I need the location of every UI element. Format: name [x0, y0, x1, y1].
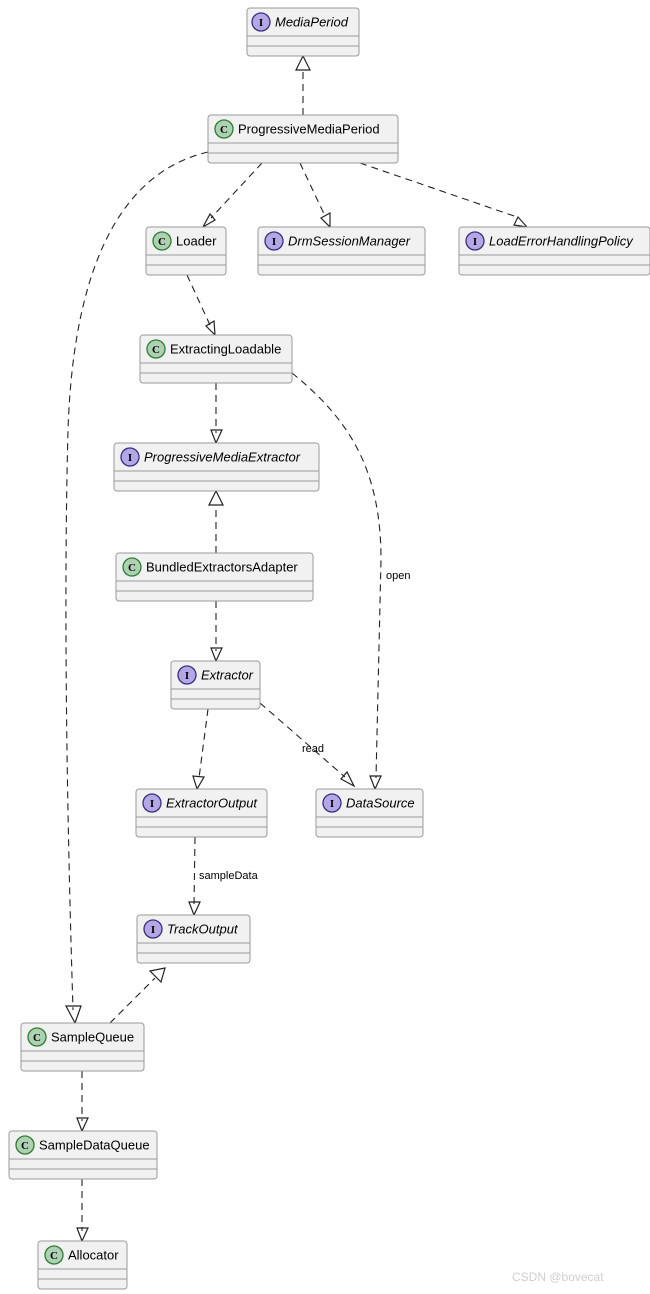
node-samplequeue[interactable]: C SampleQueue — [20, 1022, 145, 1072]
class-icon-letter: C — [33, 1032, 41, 1044]
interface-icon — [120, 447, 140, 467]
interface-icon — [142, 793, 162, 813]
node-label-mediaperiod: MediaPeriod — [275, 14, 349, 29]
class-icon-letter: C — [152, 344, 160, 356]
interface-icon-letter: I — [128, 452, 132, 464]
node-label-drmsessionmanager: DrmSessionManager — [288, 233, 411, 248]
edge-progressivemediaperiod-to-loader — [201, 162, 263, 229]
node-datasource[interactable]: I DataSource — [315, 788, 424, 838]
node-progressivemediaperiod[interactable]: C ProgressiveMediaPeriod — [207, 114, 399, 164]
edge-label-open: open — [386, 570, 410, 582]
interface-icon-letter: I — [150, 798, 154, 810]
node-progressivemediaextractor[interactable]: I ProgressiveMediaExtractor — [113, 442, 320, 492]
edge-loader-to-extractingloadable — [186, 274, 216, 337]
edge-bundledextractorsadapter-to-extractor — [210, 601, 223, 663]
class-icon-letter: C — [158, 236, 166, 248]
class-icon — [214, 119, 234, 139]
node-label-extractor: Extractor — [201, 667, 254, 682]
class-icon-letter: C — [220, 124, 228, 136]
interface-icon-letter: I — [185, 670, 189, 682]
interface-icon — [143, 919, 163, 939]
edge-label-read: read — [302, 743, 324, 755]
interface-icon-letter: I — [330, 798, 334, 810]
class-icon-letter: C — [50, 1250, 58, 1262]
node-extractingloadable[interactable]: C ExtractingLoadable — [139, 334, 293, 384]
node-label-extractoroutput: ExtractorOutput — [166, 795, 258, 810]
node-layer: I MediaPeriod C ProgressiveMediaPeriod C… — [8, 7, 650, 1290]
edge-progressivemediaperiod-to-loaderrorhandlingpolicy — [359, 162, 529, 228]
node-extractoroutput[interactable]: I ExtractorOutput — [135, 788, 268, 838]
node-extractor[interactable]: I Extractor — [170, 660, 261, 710]
node-bundledextractorsadapter[interactable]: C BundledExtractorsAdapter — [115, 552, 314, 602]
node-label-allocator: Allocator — [68, 1247, 119, 1262]
node-label-bundledextractorsadapter: BundledExtractorsAdapter — [146, 559, 298, 574]
interface-icon-letter: I — [272, 236, 276, 248]
node-label-trackoutput: TrackOutput — [167, 921, 239, 936]
interface-icon-letter: I — [473, 236, 477, 248]
class-icon — [44, 1245, 64, 1265]
class-icon — [146, 339, 166, 359]
edge-progressivemediaperiod-to-samplequeue — [65, 151, 209, 1025]
node-label-samplequeue: SampleQueue — [51, 1029, 134, 1044]
node-loaderrorhandlingpolicy[interactable]: I LoadErrorHandlingPolicy — [458, 226, 650, 276]
edge-extractingloadable-to-datasource: open — [291, 372, 410, 791]
edge-progressivemediaperiod-to-mediaperiod — [295, 54, 311, 115]
node-loader[interactable]: C Loader — [145, 226, 227, 276]
node-label-progressivemediaperiod: ProgressiveMediaPeriod — [238, 121, 380, 136]
edge-layer: open read sampleData — [65, 54, 529, 1243]
node-label-loader: Loader — [176, 233, 217, 248]
class-icon — [27, 1027, 47, 1047]
edge-sampledataqueue-to-allocator — [76, 1179, 89, 1243]
watermark: CSDN @bovecat — [512, 1270, 604, 1284]
node-trackoutput[interactable]: I TrackOutput — [136, 914, 251, 964]
edge-label-sampledata: sampleData — [199, 870, 259, 882]
interface-icon — [264, 231, 284, 251]
interface-icon — [322, 793, 342, 813]
edge-samplequeue-to-trackoutput — [109, 967, 166, 1024]
node-label-loaderrorhandlingpolicy: LoadErrorHandlingPolicy — [489, 233, 634, 248]
edge-bundledextractorsadapter-to-progressivemediaextractor — [208, 489, 224, 553]
node-sampledataqueue[interactable]: C SampleDataQueue — [8, 1130, 158, 1180]
interface-icon — [251, 12, 271, 32]
node-label-progressivemediaextractor: ProgressiveMediaExtractor — [144, 449, 301, 464]
class-icon-letter: C — [21, 1140, 29, 1152]
node-label-extractingloadable: ExtractingLoadable — [170, 341, 281, 356]
interface-icon — [465, 231, 485, 251]
interface-icon-letter: I — [151, 924, 155, 936]
node-allocator[interactable]: C Allocator — [37, 1240, 128, 1290]
node-drmsessionmanager[interactable]: I DrmSessionManager — [257, 226, 426, 276]
edge-extractingloadable-to-progressivemediaextractor — [210, 383, 223, 445]
node-label-sampledataqueue: SampleDataQueue — [39, 1137, 150, 1152]
node-label-datasource: DataSource — [346, 795, 415, 810]
edge-extractor-to-extractoroutput — [192, 708, 209, 791]
node-mediaperiod[interactable]: I MediaPeriod — [246, 7, 360, 57]
interface-icon — [177, 665, 197, 685]
edge-extractor-to-datasource: read — [259, 702, 356, 788]
interface-icon-letter: I — [259, 17, 263, 29]
class-icon — [152, 231, 172, 251]
edge-samplequeue-to-sampledataqueue — [76, 1071, 89, 1133]
edge-progressivemediaperiod-to-drmsessionmanager — [299, 162, 331, 229]
edge-extractoroutput-to-trackoutput: sampleData — [188, 836, 259, 917]
class-icon-letter: C — [128, 562, 136, 574]
class-icon — [122, 557, 142, 577]
class-icon — [15, 1135, 35, 1155]
